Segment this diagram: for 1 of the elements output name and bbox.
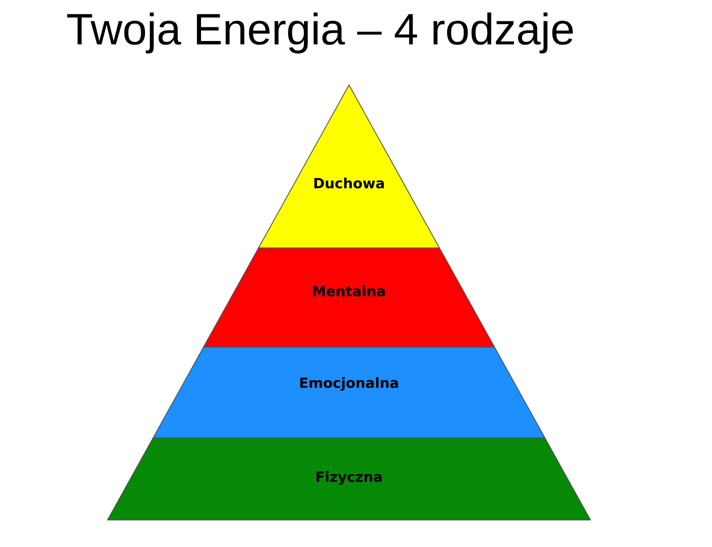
- title: Twoja Energia – 4 rodzaje: [67, 12, 573, 54]
